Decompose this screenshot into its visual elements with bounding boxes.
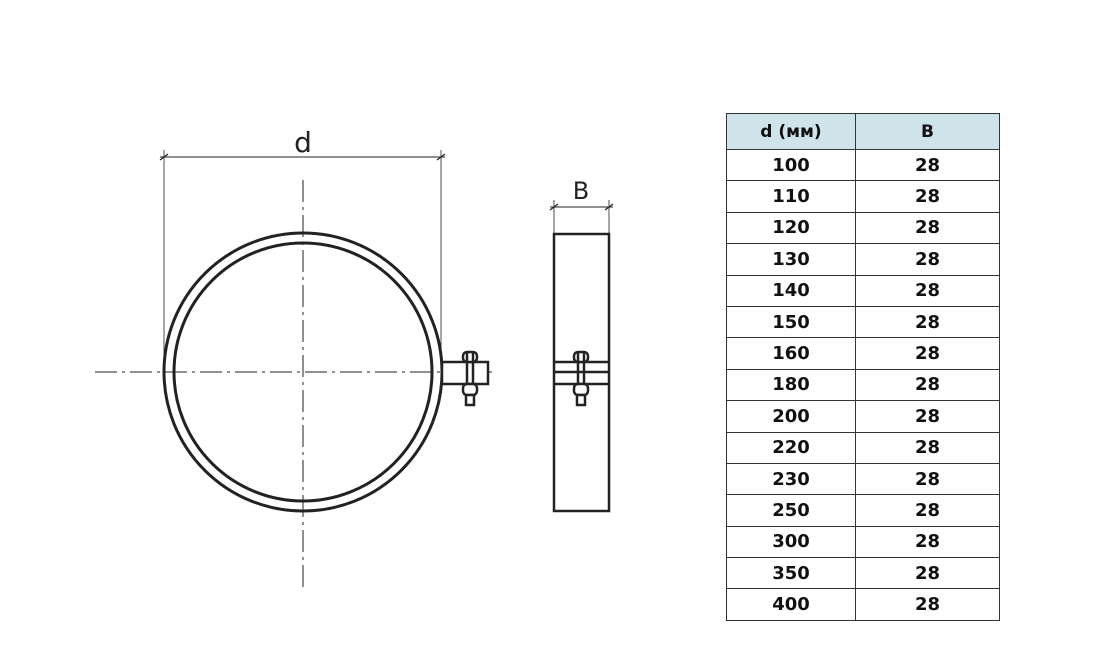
cell-width: 28	[855, 368, 1000, 402]
b-label: B	[573, 177, 589, 205]
header-width: B	[855, 113, 1000, 150]
cell-width: 28	[855, 148, 1000, 182]
cell-width: 28	[855, 431, 1000, 464]
cell-width: 28	[855, 588, 1000, 621]
cell-diameter: 100	[726, 148, 856, 182]
cell-width: 28	[855, 180, 1000, 213]
cell-width: 28	[855, 400, 1000, 433]
cell-width: 28	[855, 243, 1000, 276]
cell-diameter: 220	[726, 431, 856, 464]
cell-diameter: 140	[726, 274, 856, 307]
header-diameter: d (мм)	[726, 113, 856, 150]
clamp-lug	[440, 360, 490, 386]
cell-diameter: 230	[726, 462, 856, 496]
cell-diameter: 180	[726, 368, 856, 402]
table-header-row: d (мм) B	[726, 113, 1000, 150]
cell-diameter: 120	[726, 211, 856, 245]
cell-diameter: 400	[726, 588, 856, 621]
cell-width: 28	[855, 462, 1000, 496]
cell-diameter: 200	[726, 400, 856, 433]
cell-diameter: 150	[726, 305, 856, 339]
cell-diameter: 110	[726, 180, 856, 213]
cell-diameter: 250	[726, 494, 856, 527]
cell-width: 28	[855, 525, 1000, 559]
cell-width: 28	[855, 211, 1000, 245]
cell-width: 28	[855, 557, 1000, 590]
cell-width: 28	[855, 494, 1000, 527]
d-label: d	[294, 126, 312, 159]
clamp-drawing: d B	[95, 126, 614, 592]
bolt-side	[572, 350, 590, 407]
cell-diameter: 130	[726, 243, 856, 276]
cell-diameter: 160	[726, 337, 856, 370]
cell-width: 28	[855, 337, 1000, 370]
cell-width: 28	[855, 274, 1000, 307]
cell-diameter: 350	[726, 557, 856, 590]
clamp-ring-inner	[172, 241, 434, 503]
cell-width: 28	[855, 305, 1000, 339]
cell-diameter: 300	[726, 525, 856, 559]
bolt-front	[461, 350, 479, 407]
